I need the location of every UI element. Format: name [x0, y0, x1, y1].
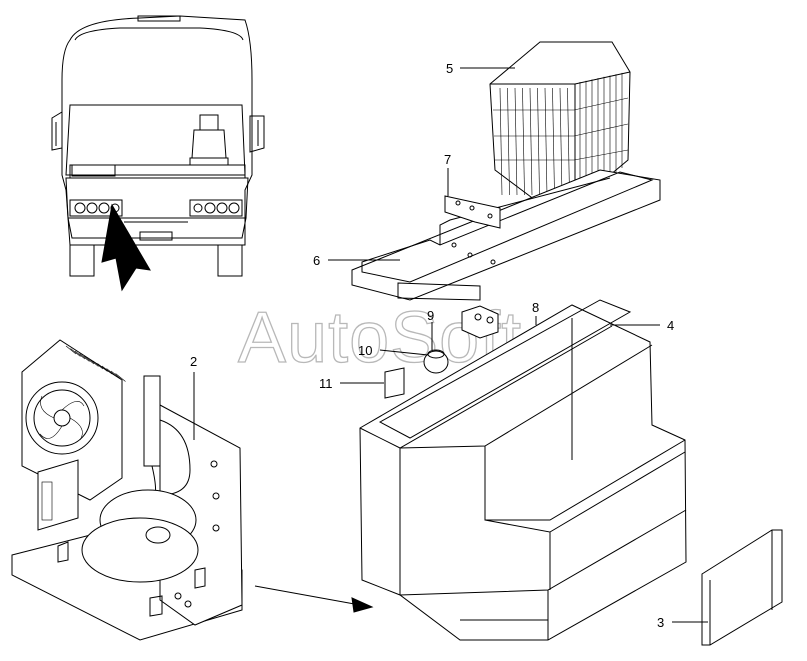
- callout-3: 3: [657, 615, 664, 630]
- part-6-tray: [351, 169, 661, 301]
- callout-9: 9: [427, 308, 434, 323]
- part-8-latch: [461, 305, 499, 339]
- part-5-wire-basket: [489, 41, 631, 201]
- callout-6: 6: [313, 253, 320, 268]
- bus-front-view: [51, 15, 265, 292]
- part-2-compressor-unit: [11, 339, 243, 641]
- callout-7: 7: [444, 152, 451, 167]
- callout-4: 4: [667, 318, 674, 333]
- part-3-panel: [701, 529, 783, 646]
- assembly-direction-arrow: [254, 585, 374, 613]
- part-7-bracket: [444, 195, 501, 229]
- headlights-right: [189, 199, 243, 217]
- location-pointer-arrow: [101, 203, 151, 292]
- part-11-label-plate: [384, 367, 405, 399]
- part-4-refrigerator-box: [359, 299, 687, 641]
- callout-2: 2: [190, 354, 197, 369]
- callout-5: 5: [446, 61, 453, 76]
- callout-11: 11: [319, 376, 333, 391]
- callout-8: 8: [532, 300, 539, 315]
- callout-10: 10: [358, 343, 372, 358]
- part-10-knob: [423, 349, 449, 374]
- leader-lines: [193, 67, 708, 623]
